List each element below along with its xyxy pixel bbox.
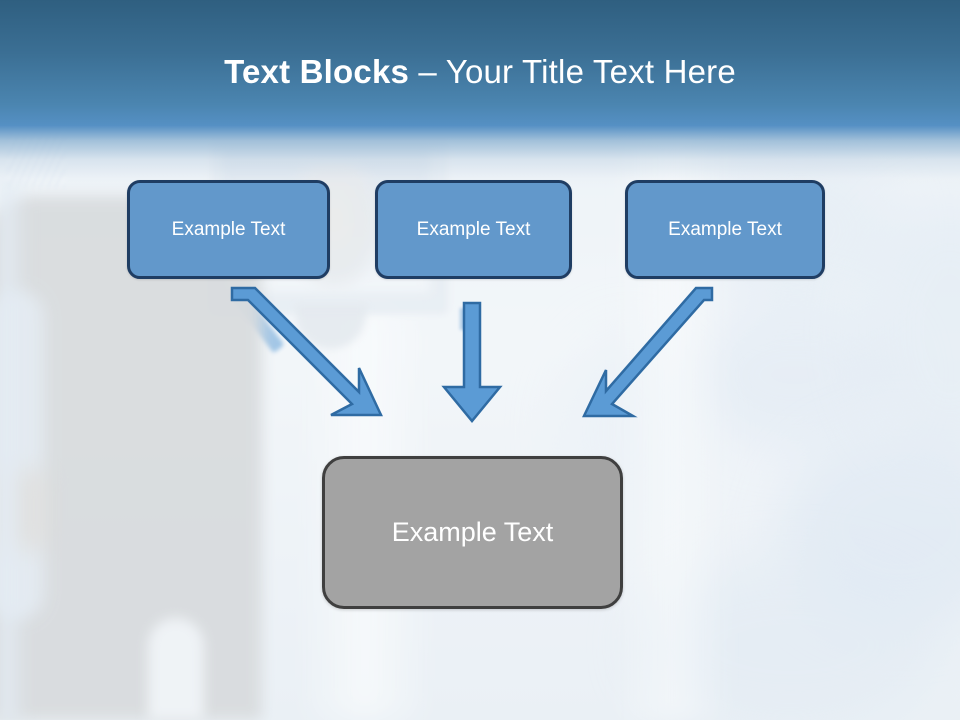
page-title-separator: – xyxy=(409,53,446,90)
page-title-light: Your Title Text Here xyxy=(445,53,736,90)
result-block-label: Example Text xyxy=(391,517,554,547)
background-person-legs-gap xyxy=(148,618,204,720)
text-block-1[interactable]: Example Text xyxy=(127,180,330,279)
text-block-3-label: Example Text xyxy=(668,218,782,240)
text-block-1-label: Example Text xyxy=(171,218,286,240)
text-block-2-label: Example Text xyxy=(416,218,531,240)
text-block-2[interactable]: Example Text xyxy=(375,180,572,279)
result-block[interactable]: Example Text xyxy=(322,456,623,609)
background-left-edge xyxy=(0,180,30,720)
page-title: Text Blocks – Your Title Text Here xyxy=(0,52,960,92)
page-title-bold: Text Blocks xyxy=(224,53,410,90)
text-block-3[interactable]: Example Text xyxy=(625,180,825,279)
